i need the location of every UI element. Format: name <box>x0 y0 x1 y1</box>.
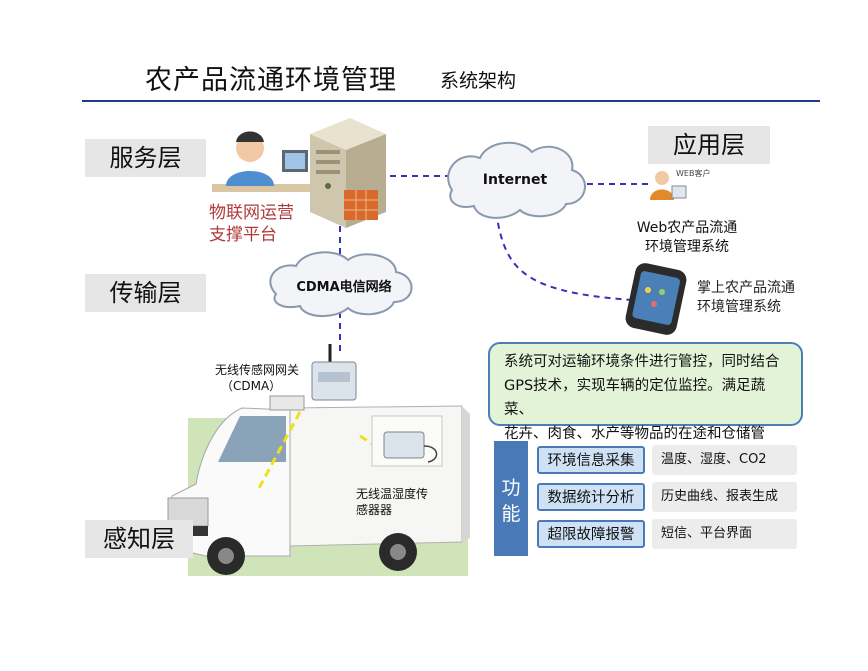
function-item-collection: 环境信息采集 <box>537 446 645 474</box>
mobile-client-caption: 掌上农产品流通 环境管理系统 <box>697 279 795 317</box>
internet-cloud-label: Internet <box>482 172 548 188</box>
function-detail-alarm: 短信、平台界面 <box>652 519 797 549</box>
functions-side-label: 功 能 <box>494 441 528 556</box>
title-rule <box>82 100 820 102</box>
functions-label-line2: 能 <box>501 503 521 525</box>
cdma-cloud <box>269 251 413 317</box>
function-detail-analysis: 历史曲线、报表生成 <box>652 482 797 512</box>
gateway-label-line1: 无线传感网网关 <box>215 363 300 377</box>
mobile-client-caption-line1: 掌上农产品流通 <box>697 280 795 296</box>
function-item-alarm: 超限故障报警 <box>537 520 645 548</box>
layer-label-service: 服务层 <box>85 139 206 177</box>
gateway-label-line2: （CDMA） <box>221 379 282 393</box>
mobile-client-caption-line2: 环境管理系统 <box>697 299 781 315</box>
system-description-box: 系统可对运输环境条件进行管控，同时结合 GPS技术，实现车辆的定位监控。满足蔬菜… <box>488 342 803 466</box>
description-line1: 系统可对运输环境条件进行管控，同时结合 <box>504 354 780 370</box>
web-client-caption: Web农产品流通 环境管理系统 <box>612 219 762 257</box>
web-client-tag: WEB客户 <box>676 169 711 178</box>
function-detail-collection: 温度、湿度、CO2 <box>652 445 797 475</box>
web-client-illustration <box>650 171 687 200</box>
web-client-caption-line1: Web农产品流通 <box>636 220 738 236</box>
cdma-cloud-label: CDMA电信网络 <box>296 280 392 295</box>
platform-label-line1: 物联网运营 <box>209 203 294 223</box>
platform-label-line2: 支撑平台 <box>209 225 277 245</box>
sensor-label: 无线温湿度传 感器器 <box>356 486 428 518</box>
link-internet-mobile <box>495 211 633 301</box>
mobile-phone-illustration <box>625 263 687 335</box>
sensor-label-line1: 无线温湿度传 <box>356 487 429 501</box>
web-client-caption-line2: 环境管理系统 <box>645 239 729 255</box>
gateway-label: 无线传感网网关 （CDMA） <box>215 362 299 394</box>
layer-label-perception: 感知层 <box>85 520 193 558</box>
layer-label-application: 应用层 <box>648 126 770 164</box>
operator-illustration <box>212 131 312 192</box>
network-connectors <box>339 175 648 352</box>
description-line2: GPS技术，实现车辆的定位监控。满足蔬菜、 <box>504 378 766 418</box>
gateway-device-illustration <box>311 344 357 401</box>
functions-label-line1: 功 <box>501 477 521 499</box>
page-subtitle: 系统架构 <box>440 70 517 92</box>
platform-label: 物联网运营 支撑平台 <box>209 202 294 246</box>
internet-cloud <box>447 141 586 219</box>
sensor-label-line2: 感器器 <box>356 503 393 517</box>
page-title: 农产品流通环境管理 <box>145 65 397 96</box>
sensor-device-illustration <box>371 415 443 467</box>
function-item-analysis: 数据统计分析 <box>537 483 645 511</box>
server-illustration <box>310 118 386 228</box>
layer-label-transport: 传输层 <box>85 274 206 312</box>
